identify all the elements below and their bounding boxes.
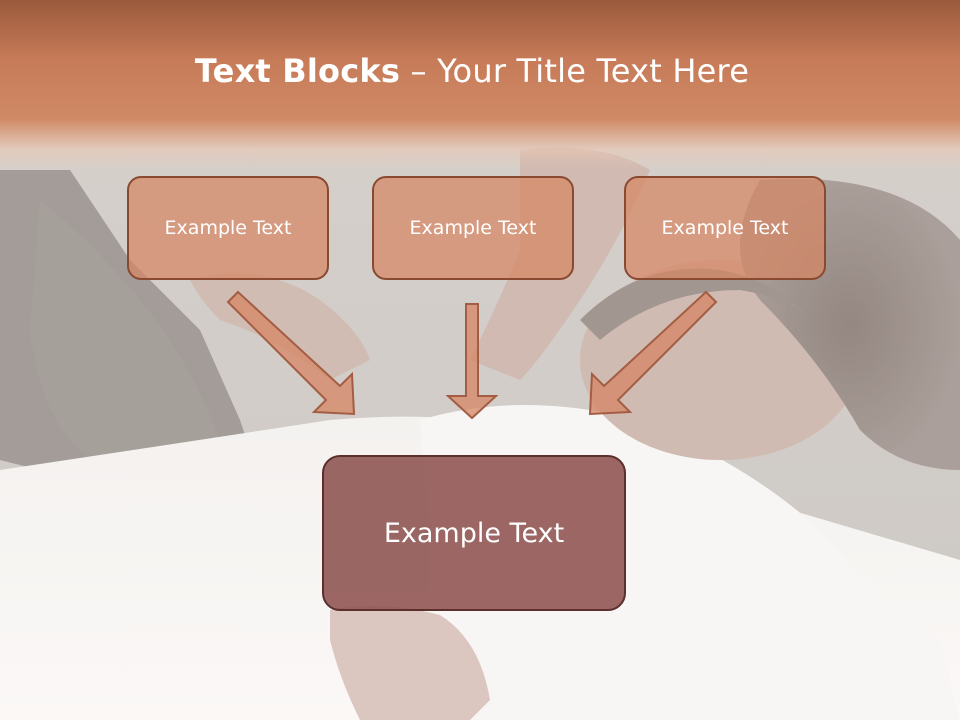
slide-title: Text Blocks – Your Title Text Here bbox=[0, 52, 944, 90]
main-text-block[interactable]: Example Text bbox=[322, 455, 626, 611]
text-block-2[interactable]: Example Text bbox=[372, 176, 574, 280]
title-dash: – bbox=[400, 52, 438, 90]
title-rest: Your Title Text Here bbox=[437, 52, 750, 90]
text-block-3-label: Example Text bbox=[661, 217, 789, 239]
text-block-1-label: Example Text bbox=[164, 217, 292, 239]
header-band bbox=[0, 0, 960, 170]
text-block-3[interactable]: Example Text bbox=[624, 176, 826, 280]
title-bold: Text Blocks bbox=[194, 52, 401, 90]
text-block-2-label: Example Text bbox=[409, 217, 537, 239]
text-block-1[interactable]: Example Text bbox=[127, 176, 329, 280]
main-text-block-label: Example Text bbox=[383, 517, 565, 549]
